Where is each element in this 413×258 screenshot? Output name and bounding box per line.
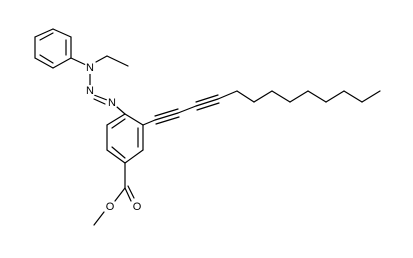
svg-text:O: O [106,201,115,213]
phenyl-ring [34,28,72,69]
central-benzene-ring [106,113,144,164]
triazene-chain [89,73,126,115]
svg-text:N: N [86,62,94,74]
azo-nitrogen-label: N [84,85,96,97]
ester-oxygen-label: O [104,201,116,213]
carbonyl-oxygen-label: O [131,201,143,213]
alkyl-chain [217,90,381,103]
diyne-chain [142,94,220,126]
svg-text:N: N [86,85,94,97]
svg-text:O: O [133,201,142,213]
amine-nitrogen-label: N [84,62,96,74]
azo-nitrogen-label: N [106,97,118,109]
svg-text:N: N [108,97,116,109]
n-ethyl-group [70,55,129,67]
methyl-ester-group [93,162,135,226]
